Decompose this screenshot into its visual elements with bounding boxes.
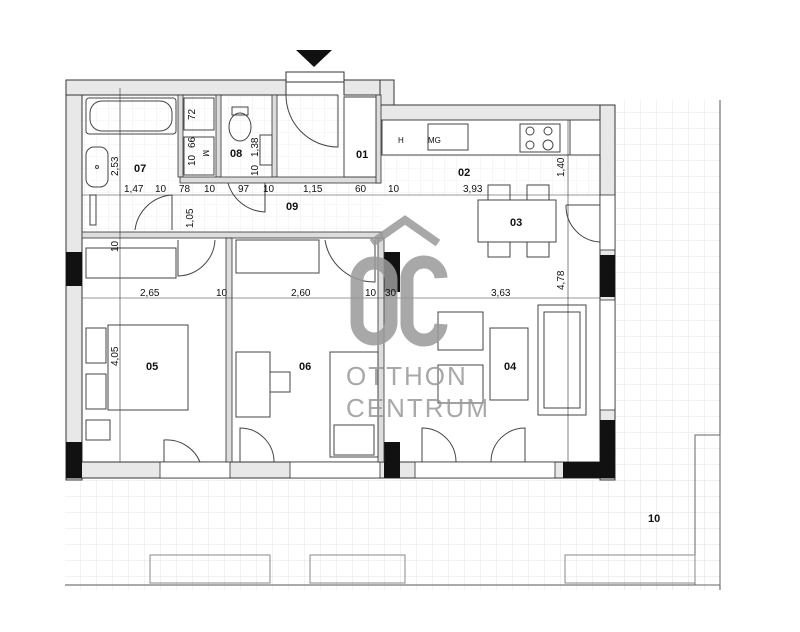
svg-text:10: 10 (388, 184, 400, 195)
living-terrace-doors (421, 427, 526, 463)
single-bed-desk (235, 239, 379, 458)
svg-text:10: 10 (204, 184, 216, 195)
room-09: 09 (286, 201, 298, 213)
dimension-labels: 72 66 10 2,53 1,38 10 1,47 10 78 10 97 1… (110, 108, 567, 366)
wardrobe-01 (343, 96, 377, 178)
tile-floor (82, 95, 382, 235)
bedroom-05-door (177, 239, 216, 277)
svg-text:4,78: 4,78 (556, 270, 567, 290)
entrance-door (285, 94, 339, 148)
svg-text:1,15: 1,15 (303, 184, 323, 195)
wc-sink (259, 134, 273, 166)
hood-label: H (398, 136, 404, 145)
watermark-line1: OTTHON (346, 361, 468, 391)
room-04: 04 (504, 361, 517, 373)
svg-text:78: 78 (179, 184, 191, 195)
svg-text:10: 10 (155, 184, 167, 195)
svg-text:1,40: 1,40 (556, 157, 567, 177)
bedroom-06-door (324, 239, 376, 283)
entrance-arrow-icon (296, 50, 332, 67)
svg-text:10: 10 (216, 288, 228, 299)
svg-text:10: 10 (250, 164, 261, 176)
room-01: 01 (356, 149, 368, 161)
svg-text:60: 60 (355, 184, 367, 195)
dining-table (477, 184, 557, 258)
svg-text:3,63: 3,63 (491, 288, 511, 299)
bedroom-05-terrace-door (163, 439, 201, 463)
room-labels: 07 08 01 02 03 09 05 06 04 10 (134, 148, 660, 525)
svg-text:3,93: 3,93 (463, 184, 483, 195)
bathroom-sink (85, 146, 109, 188)
svg-text:2,65: 2,65 (140, 288, 160, 299)
watermark-line2: CENTRUM (346, 393, 490, 423)
room-05: 05 (146, 361, 158, 373)
double-bed (85, 247, 189, 441)
washer-label: M (201, 150, 210, 157)
svg-text:10: 10 (187, 154, 198, 166)
wc-door (227, 182, 266, 213)
room-06: 06 (299, 361, 311, 373)
room-08: 08 (230, 148, 242, 160)
svg-text:1,38: 1,38 (250, 137, 261, 157)
living-furniture (437, 304, 587, 416)
dimension-lines (82, 88, 600, 462)
watermark-logo: OTTHON CENTRUM (346, 215, 490, 423)
bathtub (85, 97, 177, 135)
svg-text:30: 30 (385, 288, 397, 299)
svg-text:97: 97 (238, 184, 250, 195)
windows (159, 194, 616, 479)
dishwasher-label: MG (428, 136, 441, 145)
toilet (228, 106, 252, 142)
svg-text:10: 10 (263, 184, 275, 195)
room-03: 03 (510, 217, 522, 229)
svg-text:1,05: 1,05 (185, 208, 196, 228)
svg-text:66: 66 (187, 136, 198, 148)
shaft (183, 97, 215, 131)
kitchen-counter (381, 119, 601, 156)
svg-text:2,60: 2,60 (291, 288, 311, 299)
watermark-oc-mark (350, 255, 448, 347)
svg-text:2,53: 2,53 (110, 156, 121, 176)
bedroom-06-terrace-door (239, 427, 275, 463)
room-02: 02 (458, 167, 470, 179)
room-10: 10 (648, 513, 660, 525)
svg-text:4,05: 4,05 (110, 346, 121, 366)
terrace-area (65, 100, 721, 590)
svg-text:1,47: 1,47 (124, 184, 144, 195)
svg-text:10: 10 (110, 240, 121, 252)
kitchen-terrace-door (565, 204, 601, 243)
svg-text:72: 72 (187, 108, 198, 120)
svg-text:10: 10 (365, 288, 377, 299)
room-07: 07 (134, 163, 146, 175)
washer-box (183, 136, 215, 176)
